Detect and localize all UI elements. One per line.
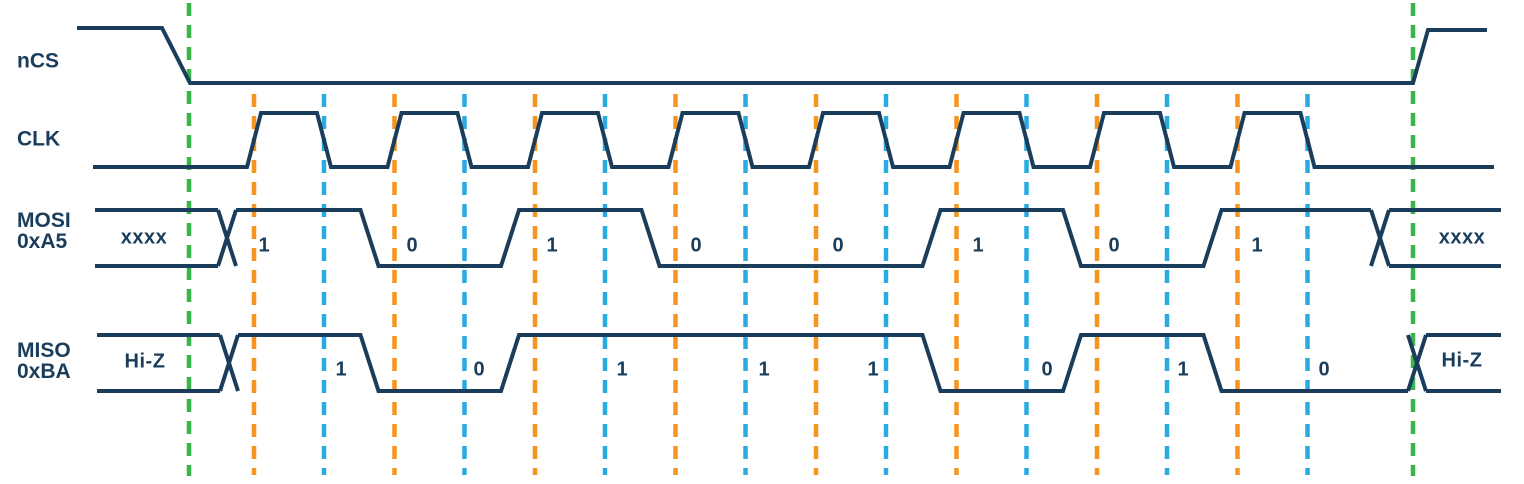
miso-waveform bbox=[238, 333, 1408, 393]
mosi-bit-label: 1 bbox=[972, 234, 984, 257]
miso-bit-label: 0 bbox=[1041, 358, 1053, 381]
miso-signal-label: MISO 0xBA bbox=[17, 340, 71, 382]
clk-signal-label: CLK bbox=[17, 127, 61, 151]
miso-bit-label: 1 bbox=[758, 358, 770, 381]
mosi-bus-crossover bbox=[1369, 209, 1391, 267]
miso-bit-label: 0 bbox=[473, 358, 485, 381]
ncs-signal-label: nCS bbox=[17, 49, 59, 73]
miso-bit-label: 1 bbox=[1177, 358, 1189, 381]
mosi-bit-label: 0 bbox=[406, 234, 418, 257]
mosi-bit-label: 0 bbox=[832, 234, 844, 257]
mosi-waveform bbox=[236, 208, 1371, 268]
mosi-bit-label: 1 bbox=[258, 234, 270, 257]
mosi-undefined-label-left: xxxx bbox=[120, 226, 168, 249]
miso-hiz-label-right: Hi-Z bbox=[1441, 349, 1483, 372]
miso-bus-crossover bbox=[218, 334, 240, 392]
mosi-undefined-label-right: xxxx bbox=[1438, 226, 1486, 249]
miso-name: MISO bbox=[17, 339, 71, 362]
clk-waveform bbox=[93, 111, 1494, 169]
mosi-bus-crossover bbox=[216, 209, 238, 267]
mosi-name: MOSI bbox=[17, 209, 71, 232]
mosi-bit-label: 1 bbox=[546, 234, 558, 257]
mosi-bit-label: 0 bbox=[690, 234, 702, 257]
mosi-bit-label: 0 bbox=[1108, 234, 1120, 257]
miso-hex-value: 0xBA bbox=[17, 360, 71, 383]
ncs-waveform bbox=[77, 26, 1487, 85]
miso-bit-label: 1 bbox=[867, 358, 879, 381]
miso-bit-label: 1 bbox=[335, 358, 347, 381]
miso-hiz-label-left: Hi-Z bbox=[124, 350, 166, 373]
miso-bit-label: 0 bbox=[1318, 358, 1330, 381]
miso-bus-crossover bbox=[1406, 334, 1428, 392]
miso-bit-label: 1 bbox=[616, 358, 628, 381]
mosi-bit-label: 1 bbox=[1251, 234, 1263, 257]
mosi-hex-value: 0xA5 bbox=[17, 230, 68, 253]
mosi-signal-label: MOSI 0xA5 bbox=[17, 210, 71, 252]
